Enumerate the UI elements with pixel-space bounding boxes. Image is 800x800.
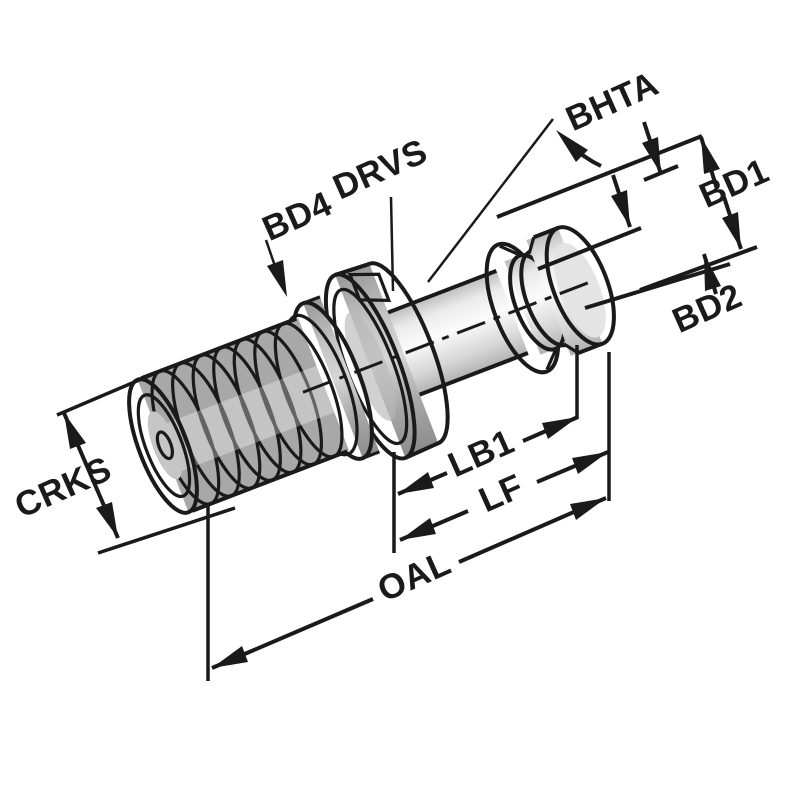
arrowhead: [572, 452, 608, 474]
arrowhead: [704, 254, 721, 291]
arrowhead: [96, 502, 118, 538]
arrowhead: [722, 212, 741, 249]
arrowhead: [701, 137, 720, 174]
arrowhead: [212, 646, 248, 668]
dim-oal: OAL: [211, 496, 607, 670]
arrowhead: [570, 498, 606, 520]
extension-lines: [206, 345, 611, 681]
thread-section: [137, 316, 350, 513]
bd1-extension-line-top: [496, 134, 703, 219]
arrowhead: [556, 130, 588, 162]
arrowhead: [542, 417, 578, 439]
arrowhead: [400, 518, 436, 540]
bd1-extension-line-bottom: [639, 245, 758, 292]
bd2-mid-line: [537, 226, 642, 271]
arrowhead: [64, 413, 86, 449]
arrowhead: [611, 190, 630, 227]
bhta-angle-line: [427, 118, 554, 283]
coolant-hole: [155, 430, 174, 461]
pull-stud-drawing: [127, 225, 616, 515]
arrowhead: [267, 260, 287, 297]
drvs-leader-line: [389, 196, 395, 292]
drive-slot: [347, 272, 392, 303]
centerline: [302, 279, 595, 394]
arrowhead: [642, 137, 661, 174]
arrowhead: [398, 472, 434, 494]
crks-extension-line-top: [56, 367, 166, 417]
crks-extension-line-bottom: [97, 506, 236, 555]
